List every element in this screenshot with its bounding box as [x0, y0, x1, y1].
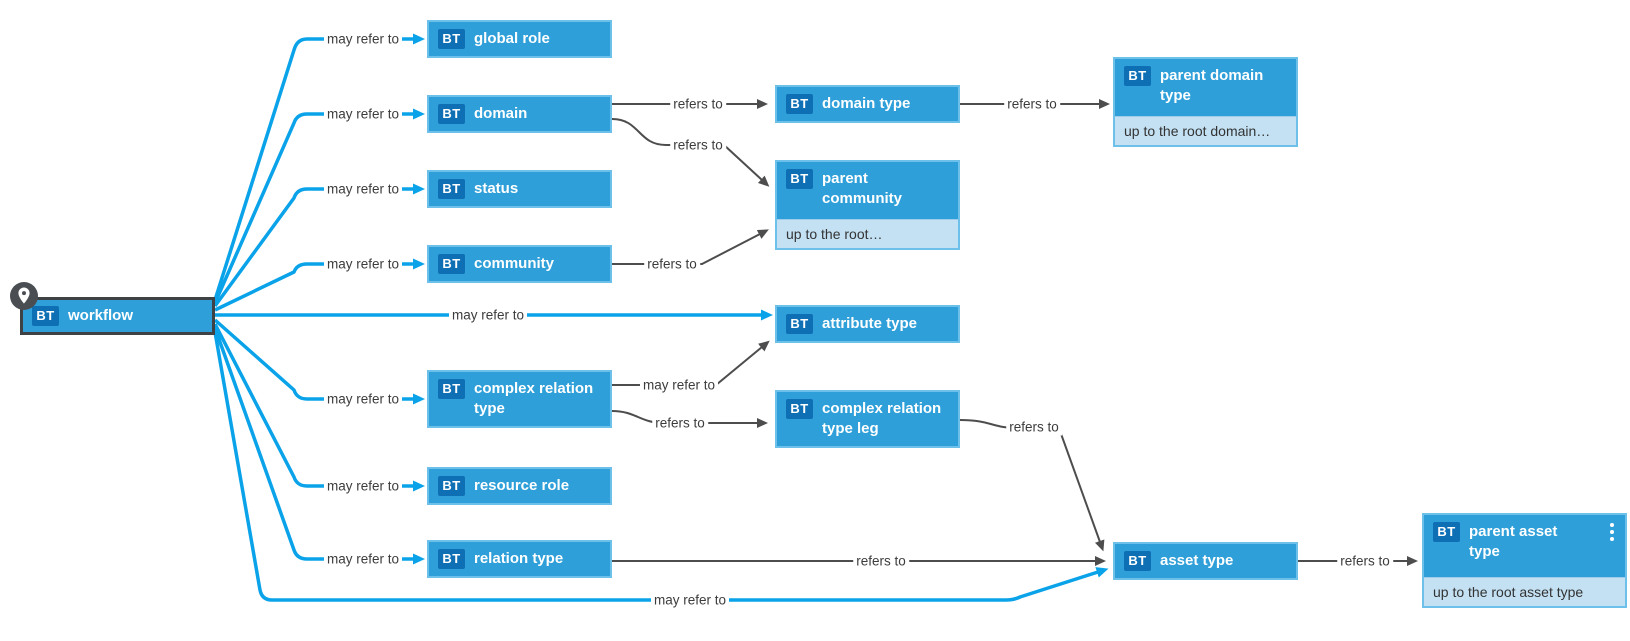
kebab-menu-icon[interactable] [1605, 519, 1619, 545]
edge-workflow-domain [213, 108, 425, 304]
node-note: up to the root domain… [1115, 116, 1296, 145]
node-label: complex relation type leg [822, 400, 942, 437]
bt-badge: BT [786, 399, 813, 419]
node-attribute-type[interactable]: BT attribute type [775, 305, 960, 343]
node-global-role[interactable]: BT global role [427, 20, 612, 58]
node-relation-type[interactable]: BT relation type [427, 540, 612, 578]
edge-label-refers-to: refers to [652, 414, 708, 432]
node-label: community [474, 255, 555, 272]
edge-label-may-refer-to: may refer to [448, 306, 528, 324]
bt-badge: BT [438, 476, 465, 496]
edge-label-may-refer-to: may refer to [639, 376, 719, 394]
node-complex-relation-type-leg[interactable]: BT complex relation type leg [775, 390, 960, 448]
node-asset-type[interactable]: BT asset type [1113, 542, 1298, 580]
node-label: complex relation type [474, 380, 594, 417]
node-complex-relation-type[interactable]: BT complex relation type [427, 370, 612, 428]
node-label: relation type [474, 550, 564, 567]
bt-badge: BT [786, 314, 813, 334]
node-community[interactable]: BT community [427, 245, 612, 283]
location-pin-icon [10, 282, 38, 310]
node-label: global role [474, 30, 550, 47]
edge-label-may-refer-to: may refer to [323, 105, 403, 123]
bt-badge: BT [786, 94, 813, 114]
edge-label-may-refer-to: may refer to [323, 180, 403, 198]
bt-badge: BT [438, 549, 465, 569]
edge-community-parent-community [612, 229, 769, 265]
edge-workflow-complex-relation-type [213, 318, 425, 405]
bt-badge: BT [1124, 551, 1151, 571]
node-label: domain type [822, 95, 911, 112]
edge-label-may-refer-to: may refer to [650, 591, 730, 609]
node-parent-community[interactable]: BT parent community up to the root… [775, 160, 960, 250]
bt-badge: BT [786, 169, 813, 189]
edge-workflow-status [213, 183, 425, 308]
edge-workflow-relation-type [213, 327, 425, 565]
node-status[interactable]: BT status [427, 170, 612, 208]
edge-domain-parent-community [611, 118, 770, 187]
node-parent-asset-type[interactable]: BT parent asset type up to the root asse… [1422, 513, 1627, 608]
edge-label-refers-to: refers to [1006, 418, 1062, 436]
edge-label-may-refer-to: may refer to [323, 255, 403, 273]
node-label: parent community [822, 170, 903, 207]
edge-label-refers-to: refers to [853, 552, 909, 570]
edge-workflow-resource-role [213, 323, 425, 492]
node-workflow[interactable]: BT workflow [10, 282, 215, 335]
bt-badge: BT [1433, 522, 1460, 542]
edge-label-may-refer-to: may refer to [323, 550, 403, 568]
node-label: resource role [474, 477, 570, 494]
node-parent-domain-type[interactable]: BT parent domain type up to the root dom… [1113, 57, 1298, 147]
bt-badge: BT [1124, 66, 1151, 86]
edge-workflow-community [214, 258, 425, 312]
edge-label-refers-to: refers to [670, 95, 726, 113]
node-note: up to the root… [777, 219, 958, 248]
edge-label-may-refer-to: may refer to [323, 30, 403, 48]
node-resource-role[interactable]: BT resource role [427, 467, 612, 505]
edge-label-may-refer-to: may refer to [323, 390, 403, 408]
node-label: parent asset type [1469, 523, 1558, 560]
bt-badge: BT [438, 29, 465, 49]
edge-label-refers-to: refers to [1004, 95, 1060, 113]
bt-badge: BT [438, 179, 465, 199]
node-label: status [474, 180, 519, 197]
node-label: parent domain type [1160, 67, 1264, 104]
edge-label-refers-to: refers to [1337, 552, 1393, 570]
node-domain[interactable]: BT domain [427, 95, 612, 133]
bt-badge: BT [438, 379, 465, 399]
node-label: attribute type [822, 315, 918, 332]
bt-badge: BT [32, 306, 59, 326]
bt-badge: BT [438, 254, 465, 274]
edge-label-may-refer-to: may refer to [323, 477, 403, 495]
node-label: asset type [1160, 552, 1234, 569]
node-domain-type[interactable]: BT domain type [775, 85, 960, 123]
edge-label-refers-to: refers to [644, 255, 700, 273]
node-note: up to the root asset type [1424, 577, 1625, 606]
edge-workflow-asset-type [213, 331, 1109, 602]
bt-badge: BT [438, 104, 465, 124]
node-label: workflow [68, 307, 134, 324]
node-label: domain [474, 105, 528, 122]
edge-leg-asset-type [959, 419, 1105, 552]
edge-workflow-global-role [213, 33, 425, 301]
edge-label-refers-to: refers to [670, 136, 726, 154]
